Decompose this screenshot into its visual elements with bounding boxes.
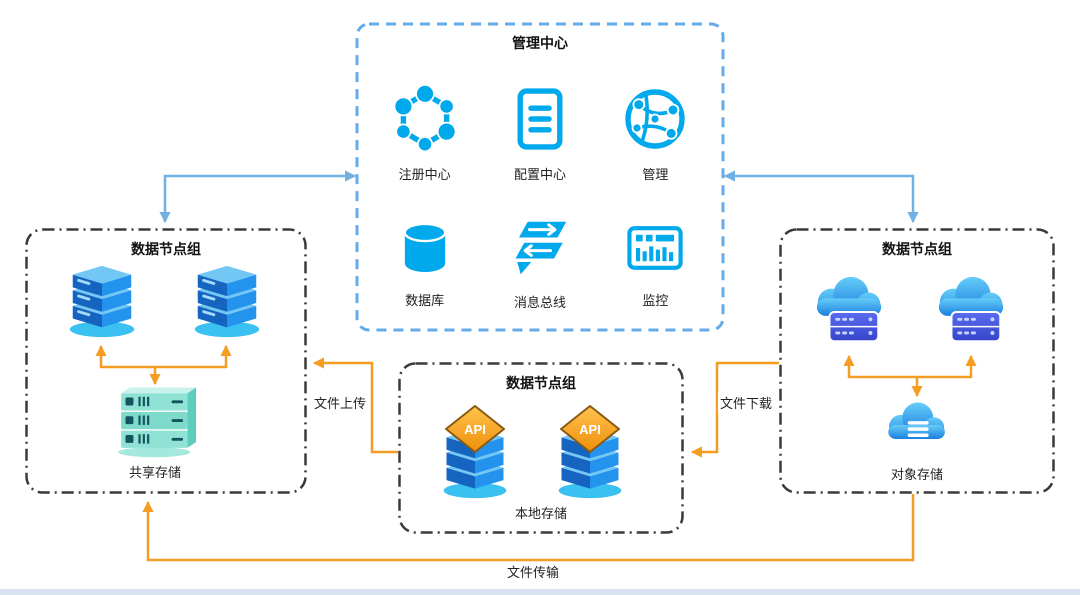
node-monitor: 监控 [598, 197, 713, 326]
api-badge-icon: API [445, 405, 505, 453]
group-title: 数据节点组 [131, 241, 201, 257]
group-border [779, 228, 1055, 494]
monitor-icon [627, 225, 683, 270]
node-label: 注册中心 [398, 166, 451, 182]
api-badge-label: API [579, 422, 601, 437]
api-badge-label: API [464, 422, 486, 437]
manage-globe-icon [625, 88, 686, 149]
management-icon-grid: 注册中心 配置中心 [367, 68, 713, 326]
server-stack-icon [194, 265, 260, 338]
bottom-strip [0, 589, 1080, 595]
edge-label-upload: 文件上传 [312, 393, 369, 412]
server-stack-icon [69, 265, 135, 338]
edge-label-transfer: 文件传输 [505, 562, 562, 581]
right-data-node-group: 数据节点组 [779, 228, 1055, 494]
left-data-node-group: 数据节点组 共享存储 [25, 228, 307, 494]
management-center-title: 管理中心 [512, 35, 568, 51]
api-server-node: API [546, 405, 634, 501]
group-title: 数据节点组 [882, 241, 952, 257]
node-label: 消息总线 [513, 294, 566, 310]
node-label: 监控 [642, 292, 669, 308]
group-title: 数据节点组 [506, 375, 576, 391]
message-bus-icon [515, 221, 567, 274]
management-center-group: 管理中心 注册中心 配置中心 [355, 22, 725, 332]
api-badge-icon: API [560, 405, 620, 453]
node-label: 管理 [642, 166, 669, 182]
database-icon [403, 222, 446, 272]
node-config-center: 配置中心 [482, 68, 597, 197]
cloud-server-icon [816, 276, 882, 343]
center-data-node-group: 数据节点组 API API [398, 362, 684, 534]
object-storage-icon [888, 402, 945, 439]
link-management-left [159, 170, 357, 224]
management-border [355, 22, 725, 332]
api-server-node: API [431, 405, 519, 501]
node-label: 数据库 [405, 292, 445, 308]
node-registry-center: 注册中心 [367, 68, 482, 197]
node-message-bus: 消息总线 [482, 197, 597, 326]
shared-storage-label: 共享存储 [128, 465, 181, 480]
node-manage: 管理 [598, 68, 713, 197]
config-icon [517, 87, 563, 150]
local-storage-label: 本地存储 [514, 506, 567, 521]
object-storage-label: 对象存储 [890, 467, 943, 482]
cloud-server-icon [938, 276, 1004, 343]
link-management-right [723, 170, 919, 224]
node-label: 配置中心 [513, 166, 566, 182]
node-database: 数据库 [367, 197, 482, 326]
registry-icon [393, 83, 457, 152]
shared-storage-icon [118, 387, 197, 458]
group-border [25, 228, 307, 494]
edge-label-download: 文件下载 [718, 393, 775, 412]
